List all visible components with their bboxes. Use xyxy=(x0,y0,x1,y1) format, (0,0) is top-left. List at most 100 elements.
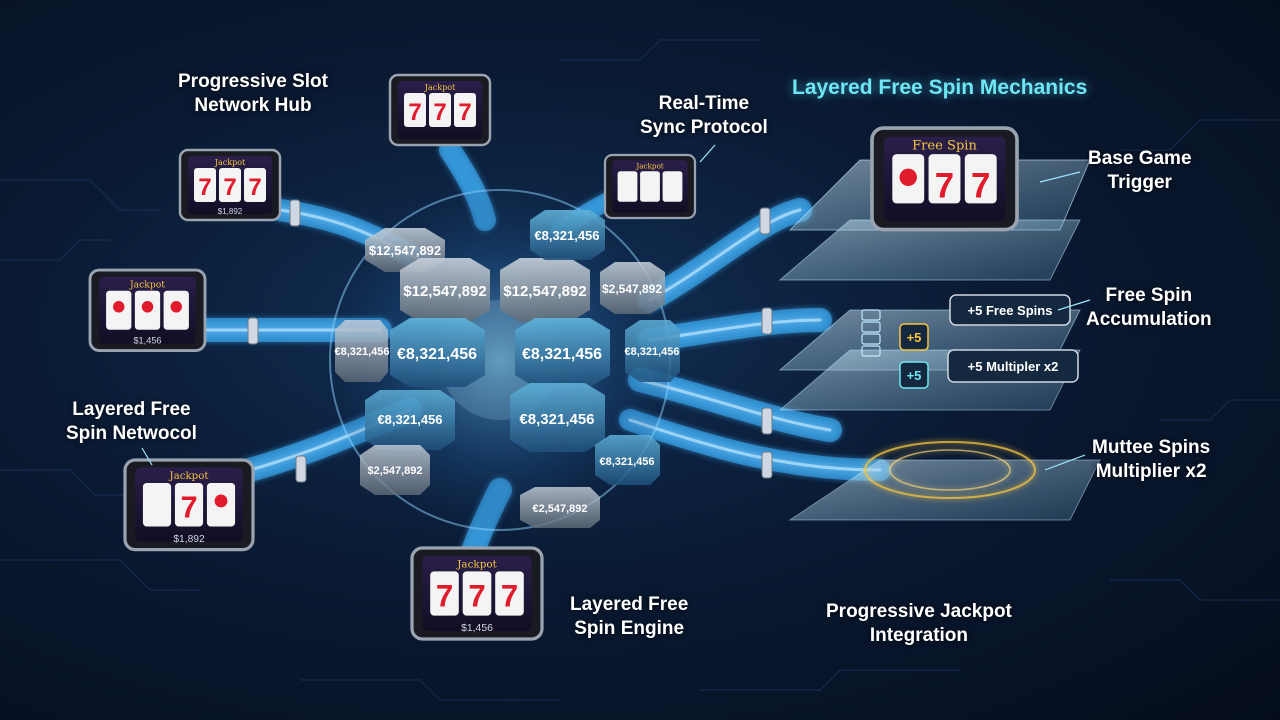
multiplier-line-2: Multiplier x2 xyxy=(1095,461,1207,482)
coin-stack-icon xyxy=(861,309,881,357)
slot-screen: Jackpot 7 $1,892 xyxy=(123,458,255,552)
tile-value: €8,321,456 xyxy=(377,412,442,427)
multiplier-label: Muttee Spins Multiplier x2 xyxy=(1092,436,1210,484)
layered-netwocol-line-2: Spin Netwocol xyxy=(66,423,197,444)
sync-label: Real-Time Sync Protocol xyxy=(640,92,768,140)
circuit-traces xyxy=(0,39,1280,701)
jackpot-tile: €8,321,456 xyxy=(334,320,390,382)
jackpot-tile: €8,321,456 xyxy=(595,435,660,485)
slot-screen: Jackpot 7 7 7 $1,892 xyxy=(178,148,282,222)
slot-header: Jackpot xyxy=(635,162,663,171)
leader-lines xyxy=(141,144,1091,471)
base-trigger-line-2: Trigger xyxy=(1107,172,1172,193)
slot-header: Jackpot xyxy=(424,83,456,92)
slot-footer: $1,892 xyxy=(218,207,243,216)
jackpot-tile: €8,321,456 xyxy=(515,318,610,387)
chip-label: +5 Free Spins xyxy=(968,303,1053,318)
seven-symbol-icon: 7 xyxy=(198,174,211,201)
cherry-icon xyxy=(899,168,917,186)
tile-value: $2,547,892 xyxy=(367,465,422,477)
tile-value: €8,321,456 xyxy=(624,346,679,358)
slot-header: Jackpot xyxy=(214,158,246,167)
sync-label-line-1: Real-Time xyxy=(658,93,750,114)
multiplier-chip: +5 Multipler x2 xyxy=(947,349,1079,383)
layered-netwocol-label: Layered Free Spin Netwocol xyxy=(66,398,197,446)
seven-symbol-icon: 7 xyxy=(408,99,421,126)
slot-header: Jackpot xyxy=(456,559,497,571)
layered-netwocol-line-1: Layered Free xyxy=(72,399,191,420)
base-trigger-label: Base Game Trigger xyxy=(1088,147,1192,195)
seven-symbol-icon: 7 xyxy=(223,174,236,201)
jackpot-tile: €8,321,456 xyxy=(624,320,680,382)
slot-screen: Jackpot $1,456 xyxy=(88,268,207,352)
jackpot-tile: $2,547,892 xyxy=(360,445,430,495)
mechanics-title: Layered Free Spin Mechanics xyxy=(792,76,1088,99)
slot-footer: $1,892 xyxy=(173,534,205,545)
hub-label-line-1: Progressive Slot xyxy=(178,71,328,92)
slot-footer: $1,456 xyxy=(133,336,161,346)
jackpot-label-line-2: Integration xyxy=(869,625,969,646)
tile-value: $12,547,892 xyxy=(503,283,586,300)
jackpot-tile: €8,321,456 xyxy=(510,383,605,452)
tile-value: €8,321,456 xyxy=(397,346,477,363)
accumulation-line-1: Free Spin xyxy=(1105,285,1193,306)
seven-symbol-icon: 7 xyxy=(458,99,471,126)
seven-symbol-icon: 7 xyxy=(436,579,453,614)
engine-label-line-2: Spin Engine xyxy=(574,618,685,639)
tile-value: €8,321,456 xyxy=(599,456,654,468)
jackpot-tile: €8,321,456 xyxy=(390,318,485,387)
cherry-icon xyxy=(113,301,125,313)
seven-symbol-icon: 7 xyxy=(935,167,954,206)
base-trigger-line-1: Base Game xyxy=(1088,148,1192,169)
chip-label: +5 Multipler x2 xyxy=(968,359,1059,374)
slot-header: Jackpot xyxy=(169,470,210,482)
free-spin-screen: Free Spin 7 7 xyxy=(870,126,1019,232)
tile-value: €8,321,456 xyxy=(522,346,602,363)
jackpot-tile: $2,547,892 xyxy=(600,262,665,314)
slot-footer: $1,456 xyxy=(461,623,493,634)
tile-value: $12,547,892 xyxy=(369,243,441,258)
cherry-icon xyxy=(214,494,228,508)
seven-symbol-icon: 7 xyxy=(971,167,990,206)
hub-label: Progressive Slot Network Hub xyxy=(178,70,328,118)
accumulation-line-2: Accumulation xyxy=(1086,309,1212,330)
slot-screen: Jackpot 7 7 7 xyxy=(388,73,492,147)
free-spins-chip: +5 Free Spins xyxy=(949,294,1071,326)
tile-value: €8,321,456 xyxy=(534,228,599,243)
cherry-icon xyxy=(170,301,182,313)
sphere-tiles: $12,547,892 $12,547,892 $12,547,892 $2,5… xyxy=(334,210,680,528)
jackpot-integration-label: Progressive Jackpot Integration xyxy=(826,600,1012,648)
free-spin-header: Free Spin xyxy=(912,139,977,154)
seven-symbol-icon: 7 xyxy=(501,579,518,614)
seven-symbol-icon: 7 xyxy=(433,99,446,126)
jackpot-tile: €2,547,892 xyxy=(520,487,600,528)
jackpot-label-line-1: Progressive Jackpot xyxy=(826,601,1012,622)
slot-screen: Jackpot xyxy=(603,153,697,220)
seven-symbol-icon: 7 xyxy=(180,490,197,525)
tile-value: €8,321,456 xyxy=(519,411,594,428)
jackpot-tile: €8,321,456 xyxy=(530,210,605,260)
jackpot-tile: $12,547,892 xyxy=(400,258,490,322)
tile-value: €2,547,892 xyxy=(532,503,587,515)
fiber-collars xyxy=(247,199,773,483)
plus5-chip: +5 xyxy=(899,361,929,389)
multiplier-line-1: Muttee Spins xyxy=(1092,437,1211,458)
engine-label: Layered Free Spin Engine xyxy=(570,593,688,641)
cherry-icon xyxy=(141,301,154,313)
jackpot-tile: €8,321,456 xyxy=(365,390,455,450)
tile-value: €8,321,456 xyxy=(334,346,389,358)
plus5-chip: +5 xyxy=(899,323,929,351)
tile-value: $2,547,892 xyxy=(602,282,662,296)
engine-label-line-1: Layered Free xyxy=(570,594,689,615)
seven-symbol-icon: 7 xyxy=(248,174,261,201)
seven-symbol-icon: 7 xyxy=(468,579,485,614)
hub-label-line-2: Network Hub xyxy=(194,95,312,116)
jackpot-tile: $12,547,892 xyxy=(500,258,590,322)
tile-value: $12,547,892 xyxy=(403,283,486,300)
slot-header: Jackpot xyxy=(129,279,165,290)
slot-screen: Jackpot 7 7 7 $1,456 xyxy=(410,546,544,641)
sync-label-line-2: Sync Protocol xyxy=(640,117,768,138)
plus5-text: +5 xyxy=(907,368,922,383)
plus5-text: +5 xyxy=(907,330,922,345)
